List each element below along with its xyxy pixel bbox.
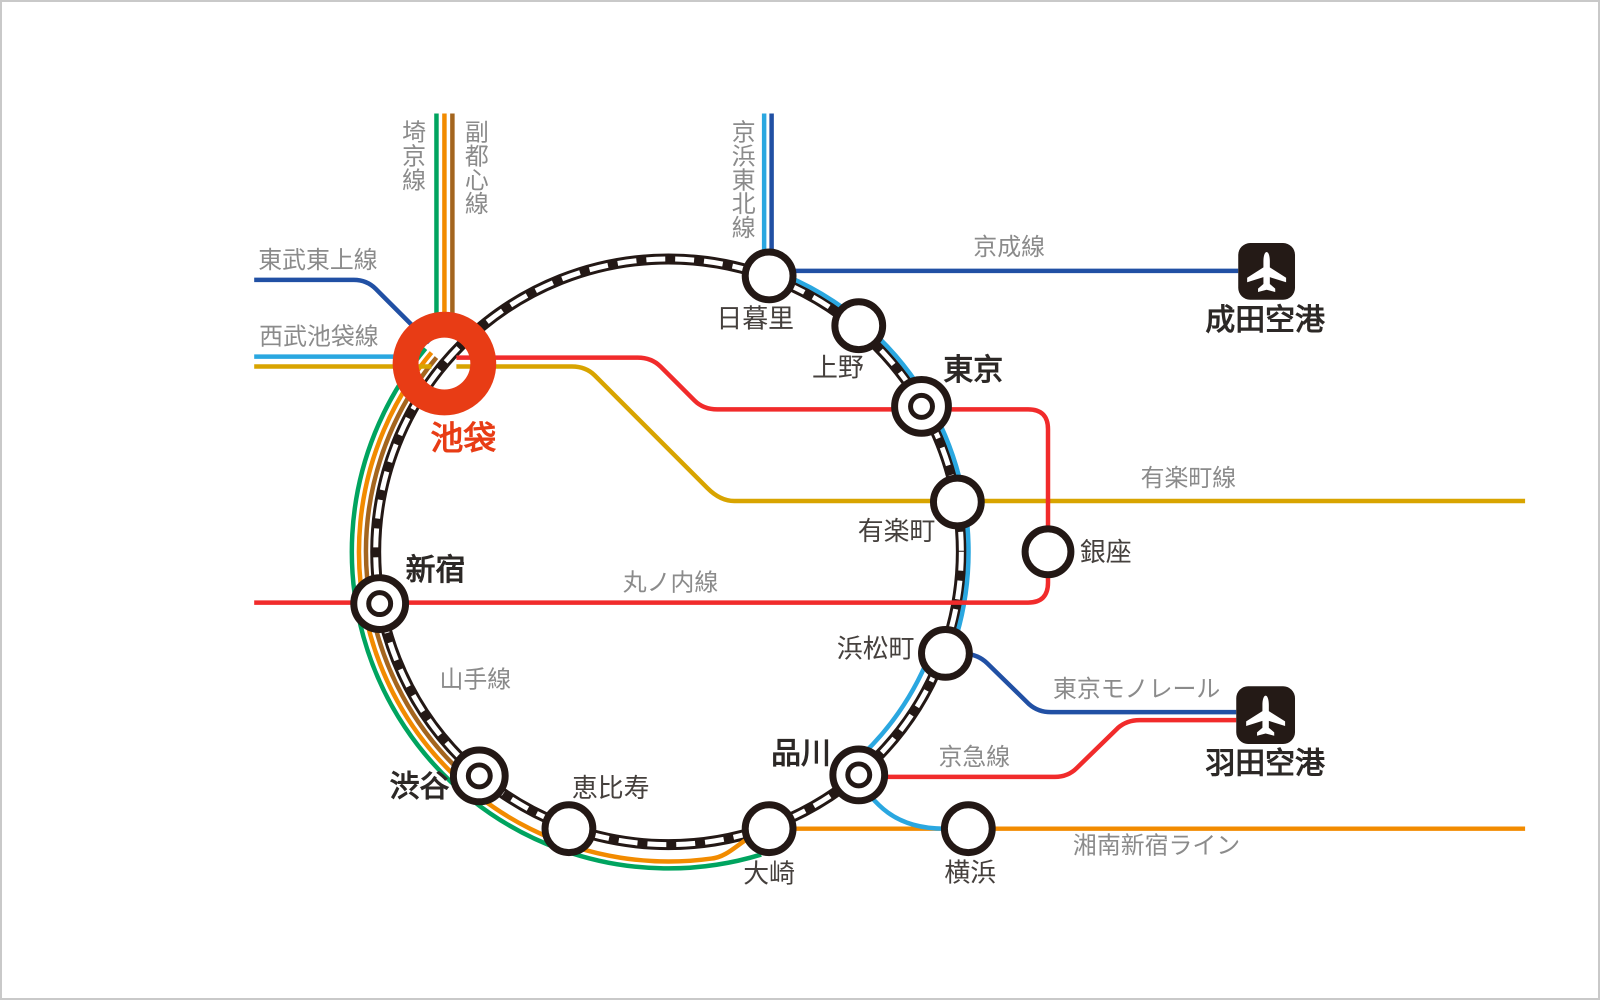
station-tokyo xyxy=(891,375,952,437)
keikyu-line-label: 京急線 xyxy=(938,743,1010,771)
marunouchi-line-label: 丸ノ内線 xyxy=(623,569,719,597)
osaki-station-label: 大崎 xyxy=(743,859,795,889)
tokyo-monorail-line-label: 東京モノレール xyxy=(1053,675,1220,703)
yokohama-station-label: 横浜 xyxy=(944,859,996,889)
yurakucho-line-label: 有楽町線 xyxy=(1141,464,1237,492)
ebisu-station-label: 恵比寿 xyxy=(572,774,650,804)
keisei-line-label: 京成線 xyxy=(973,233,1045,261)
station-yokohama xyxy=(940,801,996,857)
shinjuku-station-label: 新宿 xyxy=(406,553,466,588)
tokyo-station-label: 東京 xyxy=(943,353,1003,388)
station-ueno xyxy=(831,298,887,354)
yurakucho-station-label: 有楽町 xyxy=(858,517,936,547)
narita-airport-label: 成田空港 xyxy=(1205,303,1326,338)
yamanote-line-label: 山手線 xyxy=(439,665,511,693)
yamanote-line-dashes xyxy=(373,256,964,848)
ikebukuro-station-label: 池袋 xyxy=(430,419,496,458)
marunouchi-line xyxy=(254,355,1051,605)
station-shibuya xyxy=(449,746,509,806)
station-ebisu xyxy=(541,801,597,857)
tobu-tojo-line xyxy=(254,277,432,345)
keihin-tohoku-line-label: 京浜東北線 xyxy=(727,120,755,240)
hamamatsucho-station-label: 浜松町 xyxy=(837,634,915,664)
station-ginza xyxy=(1021,525,1075,579)
ginza-station-label: 銀座 xyxy=(1080,538,1132,568)
station-hamamatsucho xyxy=(918,625,973,681)
tobu-tojo-line-label: 東武東上線 xyxy=(258,246,378,274)
ueno-station-label: 上野 xyxy=(812,354,864,384)
haneda-airport-icon xyxy=(1236,686,1296,745)
narita-airport-icon xyxy=(1238,243,1296,300)
station-shinagawa xyxy=(829,745,889,805)
yurakucho-line-east xyxy=(456,364,1526,504)
station-osaki xyxy=(741,801,797,857)
station-yurakucho xyxy=(929,474,985,530)
saikyo-line-arc xyxy=(349,347,762,871)
shinagawa-station-label: 品川 xyxy=(771,736,831,771)
keikyu-line xyxy=(881,717,1237,780)
station-ikebukuro xyxy=(392,311,497,416)
saikyo-line-label: 埼京線 xyxy=(398,120,426,192)
station-markers xyxy=(350,248,1075,857)
nippori-station-label: 日暮里 xyxy=(716,305,794,335)
station-shinjuku xyxy=(350,574,410,633)
haneda-airport-label: 羽田空港 xyxy=(1205,746,1326,781)
station-nippori xyxy=(741,248,797,304)
shibuya-station-label: 渋谷 xyxy=(390,769,450,804)
shonan-shinjuku-line-label: 湘南新宿ライン xyxy=(1073,832,1240,860)
fukutoshin-line-label: 副都心線 xyxy=(460,120,488,216)
seibu-ikebukuro-line-label: 西武池袋線 xyxy=(259,323,379,351)
